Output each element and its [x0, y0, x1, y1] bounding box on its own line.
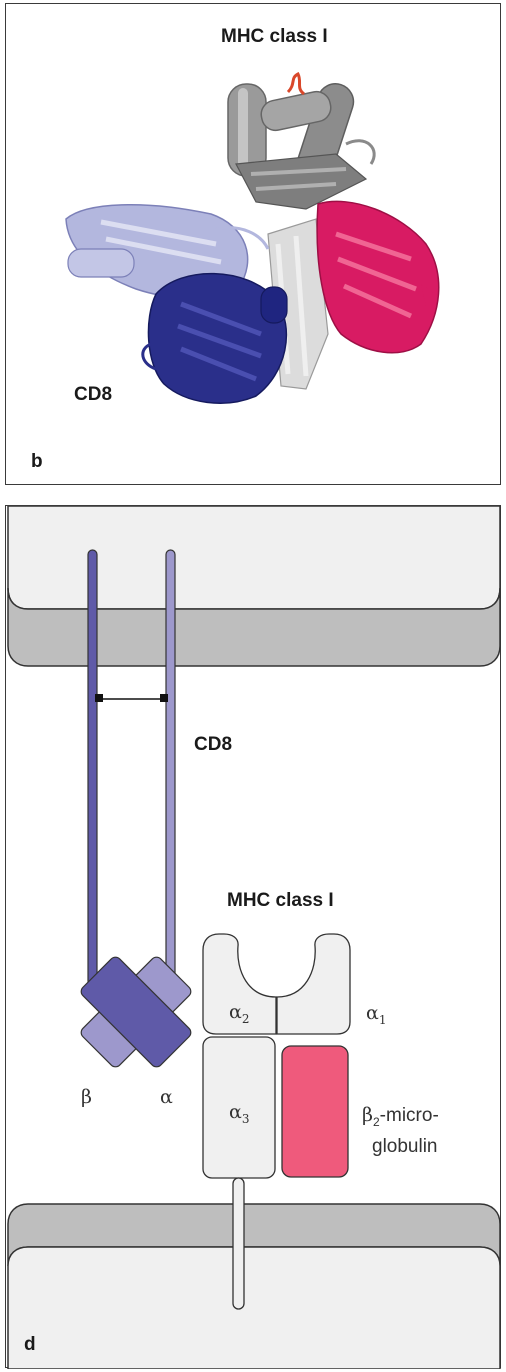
cd8-alpha-stalk — [165, 549, 176, 987]
cd8-beta-label: β — [81, 1086, 92, 1108]
cd8-label: CD8 — [74, 384, 113, 405]
bottom-cell-membrane — [7, 1203, 501, 1369]
top-cell-membrane — [7, 506, 501, 667]
panel-d: CD8 MHC class I α2 α1 α3 β α β2-micro- g… — [5, 505, 501, 1369]
mhc-class-i-label: MHC class I — [227, 890, 334, 911]
mhc-class-i-molecule — [202, 933, 351, 1310]
cd8-beta-stalk — [87, 549, 98, 987]
alpha3-label: α3 — [229, 1101, 250, 1126]
cd8-mhc-structure-illustration — [65, 71, 440, 404]
panel-letter-b: b — [31, 451, 43, 472]
cd8-beta-ig-domain — [80, 956, 192, 1068]
mhc-alpha1-domain — [276, 933, 351, 1035]
mhc-helices — [227, 83, 376, 210]
beta2-microglobulin — [281, 1045, 349, 1178]
panel-b: MHC class I CD8 b — [5, 3, 501, 485]
disulfide-bond — [95, 694, 168, 702]
b2m-domain — [316, 200, 440, 354]
panel-letter-d: d — [24, 1334, 36, 1355]
mhc-alpha2-domain — [202, 933, 277, 1035]
b2m-label-line2: globulin — [372, 1136, 438, 1157]
cd8-label: CD8 — [194, 734, 233, 755]
b2m-label-line1: β2-micro- — [362, 1104, 439, 1129]
cd8-alpha-label: α — [160, 1086, 173, 1108]
alpha2-label: α2 — [229, 1001, 250, 1026]
cd8-beta-subunit — [141, 272, 288, 404]
cd8-mhc-schematic — [7, 506, 501, 1369]
alpha1-label: α1 — [366, 1002, 387, 1027]
peptide — [286, 71, 306, 96]
mhc-class-i-label: MHC class I — [221, 26, 328, 47]
mhc-transmembrane-stalk — [232, 1177, 245, 1310]
